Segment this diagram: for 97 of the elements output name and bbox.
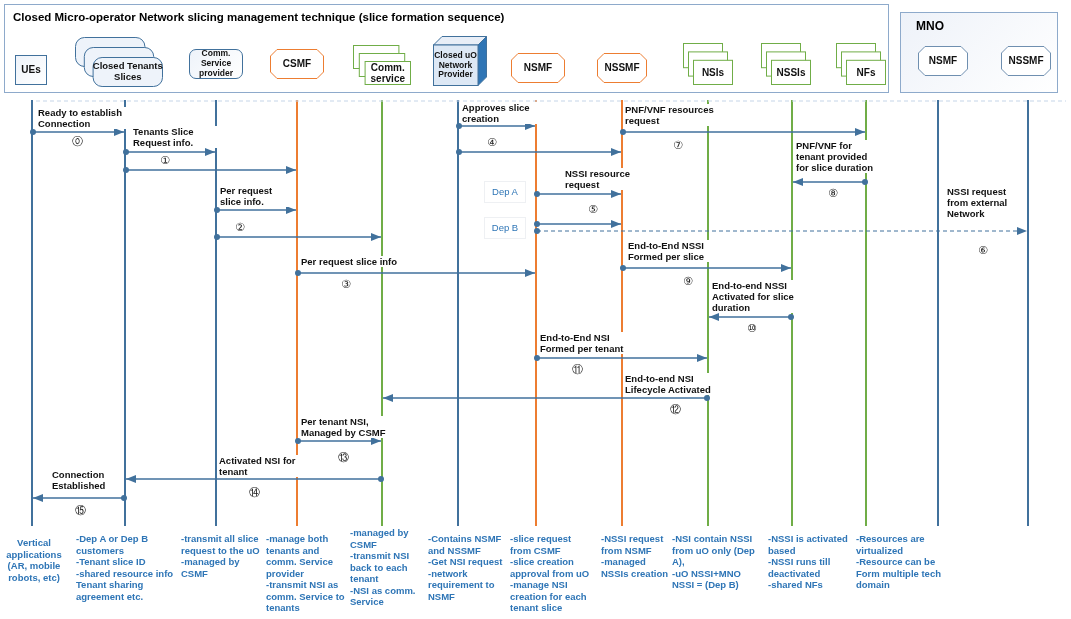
arrow [382, 394, 710, 402]
frame-title: Closed Micro-operator Network slicing management technique (slice formation sequence) [13, 11, 505, 23]
lifeline [1027, 100, 1029, 526]
lifeline [621, 100, 623, 526]
note-text: -managed by CSMF [181, 556, 241, 579]
note-text: -NSI as comm. Service [350, 584, 417, 608]
lifeline [215, 100, 217, 526]
note-text: -NSSI runs till deactivated [768, 556, 832, 579]
note-text: -transmit NSI back to each tenant [350, 550, 411, 585]
participant-box: Comm. Service provider [189, 49, 243, 79]
step-number: ⑦ [673, 140, 683, 152]
arrow [456, 122, 536, 130]
dashed-arrow [534, 227, 1028, 235]
lifeline [296, 100, 298, 526]
arrow [620, 264, 792, 272]
note-text: -managed NSSIs creation [601, 556, 669, 579]
step-number: ④ [487, 137, 497, 149]
lifeline [865, 100, 867, 526]
function-box: NSMF [918, 46, 968, 76]
edge-label: Per request slice info [301, 256, 398, 267]
step-number: ⑨ [683, 276, 693, 288]
arrow [620, 128, 866, 136]
function-box: NSSMF [1001, 46, 1051, 76]
arrow [708, 313, 794, 321]
group-frame [4, 4, 889, 93]
stacked-sheet-box: NSSIs [761, 43, 811, 85]
edge-label: Activated NSI for tenant [219, 455, 299, 477]
arrow [456, 148, 622, 156]
note-text: -slice creation approval from uO [510, 556, 591, 579]
arrow [534, 190, 622, 198]
arrow [125, 475, 384, 483]
step-number: ⑩ [747, 323, 757, 335]
note-text: -Tenant slice ID [76, 556, 147, 568]
step-number: ⑭ [249, 487, 260, 499]
arrow [534, 354, 708, 362]
note-text: -NSSI is activated based [768, 533, 849, 556]
step-number: ⑪ [572, 364, 583, 376]
note-text: -slice request from CSMF [510, 533, 573, 556]
arrow [32, 494, 127, 502]
function-box: CSMF [270, 49, 324, 79]
edge-label: End-to-end NSSI Activated for slice duration [712, 280, 794, 313]
note-text: -NSSI request from NSMF [601, 533, 665, 556]
note-text: -Dep A or Dep B customers [76, 533, 150, 556]
tag-box: Dep A [484, 181, 526, 203]
note-text: -NSI contain NSSI from uO only (Dep A), [672, 533, 756, 568]
lifeline [937, 100, 939, 526]
function-box: NSSMF [597, 53, 647, 83]
lifeline [457, 100, 459, 526]
stacked-sheet-box: Comm. service [353, 45, 411, 85]
step-number: ⑧ [828, 188, 838, 200]
function-box: NSMF [511, 53, 565, 83]
note-text: -transmit all slice request to the uO [181, 533, 261, 556]
participant-box: UEs [15, 55, 47, 85]
note-text: -network requirement to NSMF [428, 567, 496, 602]
note-text: -shared resource info Tenant sharing agreement etc. [76, 567, 175, 602]
note-text: -Resource can be Form multiple tech domain [856, 556, 942, 591]
group-frame [900, 12, 1058, 93]
note-text: -shared NFs [768, 579, 824, 591]
note-text: -uO NSSI+MNO NSSI = (Dep B) [672, 567, 742, 591]
step-number: ⑬ [338, 452, 349, 464]
step-number: ⑥ [978, 245, 988, 257]
arrow [534, 220, 622, 228]
step-number: ③ [341, 279, 351, 291]
arrow [123, 166, 297, 174]
arrow [214, 233, 382, 241]
step-number: ① [160, 155, 170, 167]
lifeline [124, 100, 126, 526]
note-text: -manage both tenants and comm. Service provider [266, 533, 335, 579]
step-number: ⑫ [670, 404, 681, 416]
arrow [792, 178, 868, 186]
arrow [295, 269, 536, 277]
edge-label: PNF/VNF resources request [625, 104, 717, 126]
stacked-sheet-box: NFs [836, 43, 886, 85]
lifeline [791, 100, 793, 526]
arrow [30, 128, 125, 136]
lifeline [31, 100, 33, 526]
note-text: -managed by CSMF [350, 527, 410, 550]
step-number: ⓪ [72, 136, 83, 148]
tag-box: Dep B [484, 217, 526, 239]
stacked-sheet-box: NSIs [683, 43, 733, 85]
step-number: ② [235, 222, 245, 234]
step-number: ⑮ [75, 505, 86, 517]
arrow [123, 148, 216, 156]
arrow [214, 206, 297, 214]
note-text: -transmit NSI as comm. Service to tenants [266, 579, 346, 614]
step-number: ⑤ [588, 204, 598, 216]
lifeline [381, 100, 383, 526]
edge-label: Approves slice creation [462, 102, 537, 124]
stacked-card-box: Closed Tenants Slices [75, 37, 163, 87]
note-text: -Contains NSMF and NSSMF [428, 533, 503, 556]
note-text: -Get NSI request [428, 556, 504, 568]
note-text: -manage NSI creation for each tenant slice [510, 579, 588, 614]
arrow [295, 437, 382, 445]
frame-title: MNO [916, 19, 944, 33]
note-text: Vertical applications (AR, mobile robots, etc) [5, 537, 63, 583]
edge-label: Tenants Slice Request info. [133, 126, 218, 148]
note-text: -Resources are virtualized [856, 533, 926, 556]
